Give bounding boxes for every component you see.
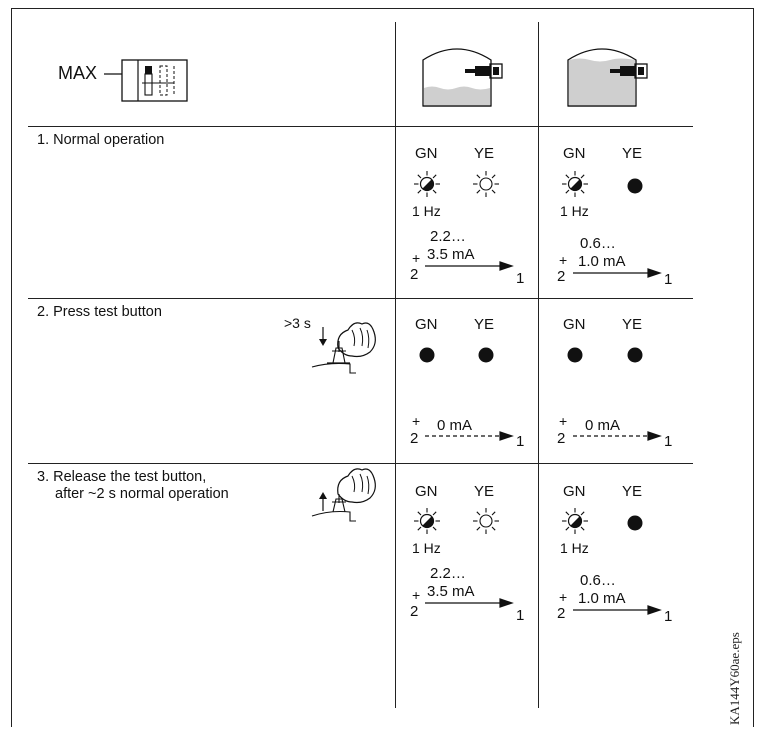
- terminal-plus: +: [559, 252, 568, 268]
- file-name-label: KA144Y60ae.eps: [727, 632, 742, 725]
- step-3-label-line2: after ~2 s normal operation: [55, 486, 229, 502]
- row-divider-header: [28, 126, 693, 127]
- led-label-ye: YE: [622, 483, 643, 500]
- diagram-frame: [11, 8, 754, 727]
- frequency-label: 1 Hz: [560, 203, 589, 219]
- current-range-end: 3.5 mA: [427, 583, 475, 600]
- terminal-1: 1: [664, 608, 673, 625]
- max-label: MAX: [58, 63, 98, 83]
- terminal-2: 2: [557, 430, 566, 447]
- frequency-label: 1 Hz: [560, 540, 589, 556]
- current-arrow: [573, 268, 662, 278]
- terminal-1: 1: [516, 433, 525, 450]
- column-divider-right: [538, 22, 539, 708]
- terminal-2: 2: [410, 266, 419, 283]
- led-flashing-icon: [414, 171, 440, 197]
- current-arrow: [573, 605, 662, 615]
- row-divider-2: [28, 463, 693, 464]
- terminal-plus: +: [412, 587, 421, 603]
- terminal-2: 2: [410, 603, 419, 620]
- current-zero: 0 mA: [437, 417, 473, 434]
- step-3-label-line1: 3. Release the test button,: [37, 469, 207, 485]
- current-range-end: 3.5 mA: [427, 246, 475, 263]
- current-range-start: 2.2…: [430, 228, 466, 245]
- current-zero: 0 mA: [585, 417, 621, 434]
- led-label-ye: YE: [622, 145, 643, 162]
- led-on-icon: [627, 347, 643, 363]
- terminal-plus: +: [412, 413, 421, 429]
- terminal-2: 2: [557, 268, 566, 285]
- terminal-1: 1: [516, 270, 525, 287]
- terminal-2: 2: [410, 430, 419, 447]
- terminal-1: 1: [516, 607, 525, 624]
- frequency-label: 1 Hz: [412, 540, 441, 556]
- column-divider-left: [395, 22, 396, 708]
- current-range-start: 2.2…: [430, 565, 466, 582]
- led-label-gn: GN: [563, 483, 586, 500]
- led-label-gn: GN: [415, 316, 438, 333]
- led-flashing-icon: [562, 171, 588, 197]
- led-label-gn: GN: [563, 316, 586, 333]
- terminal-1: 1: [664, 271, 673, 288]
- current-arrow-dashed: [425, 431, 514, 441]
- step-1-label: 1. Normal operation: [37, 132, 165, 148]
- frequency-label: 1 Hz: [412, 203, 441, 219]
- terminal-plus: +: [559, 413, 568, 429]
- led-label-ye: YE: [474, 316, 495, 333]
- led-label-ye: YE: [474, 145, 495, 162]
- current-range-end: 1.0 mA: [578, 590, 626, 607]
- terminal-plus: +: [559, 589, 568, 605]
- led-label-ye: YE: [474, 483, 495, 500]
- current-range-end: 1.0 mA: [578, 253, 626, 270]
- led-label-gn: GN: [563, 145, 586, 162]
- led-on-icon: [627, 178, 643, 194]
- row-divider-1: [28, 298, 693, 299]
- current-range-start: 0.6…: [580, 572, 616, 589]
- step-2-label: 2. Press test button: [37, 304, 162, 320]
- led-on-icon: [567, 347, 583, 363]
- led-flashing-icon: [562, 508, 588, 534]
- current-range-start: 0.6…: [580, 235, 616, 252]
- led-on-icon: [419, 347, 435, 363]
- led-flashing-icon: [414, 508, 440, 534]
- led-label-ye: YE: [622, 316, 643, 333]
- terminal-plus: +: [412, 250, 421, 266]
- current-arrow-dashed: [573, 431, 662, 441]
- led-lit-icon: [473, 508, 499, 534]
- led-lit-icon: [473, 171, 499, 197]
- current-arrow: [425, 261, 514, 271]
- led-label-gn: GN: [415, 483, 438, 500]
- terminal-2: 2: [557, 605, 566, 622]
- led-on-icon: [478, 347, 494, 363]
- led-on-icon: [627, 515, 643, 531]
- step-2-timing: >3 s: [284, 315, 311, 331]
- terminal-1: 1: [664, 433, 673, 450]
- led-label-gn: GN: [415, 145, 438, 162]
- current-arrow: [425, 598, 514, 608]
